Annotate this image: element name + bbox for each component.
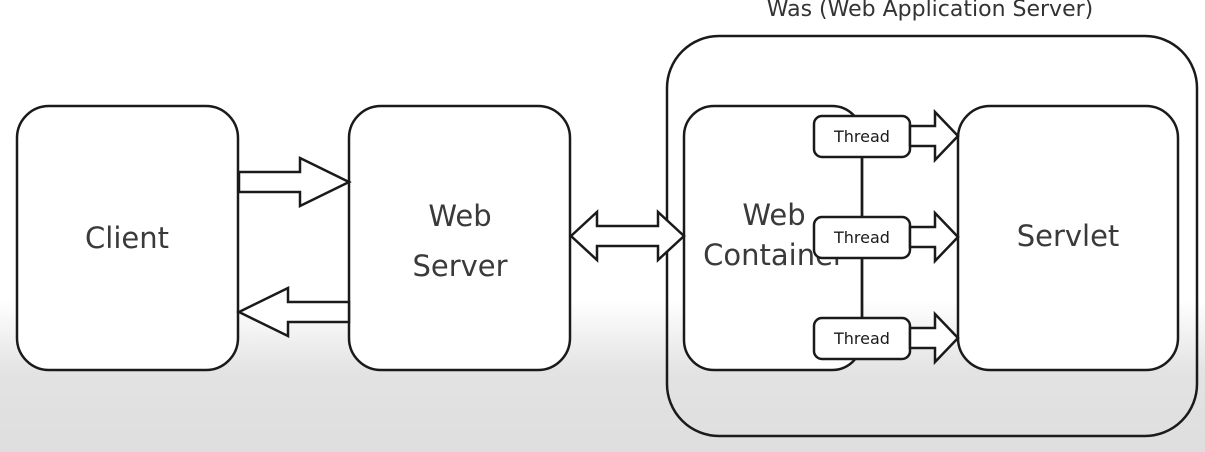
- thread-label: Thread: [833, 228, 890, 247]
- bidirectional-arrow: [569, 209, 686, 263]
- thread-to-servlet-arrow: [908, 310, 960, 366]
- thread-to-servlet-arrow: [908, 209, 960, 265]
- web-container-label-line1: Web: [742, 198, 805, 232]
- request-arrow: [237, 155, 352, 209]
- response-arrow: [236, 285, 351, 339]
- web-server-box: [347, 104, 572, 372]
- thread-label: Thread: [833, 329, 890, 348]
- servlet-label: Servlet: [1017, 219, 1120, 253]
- client-box: [15, 104, 240, 372]
- thread-to-servlet-arrow: [908, 108, 960, 164]
- web-server-label-line1: Web: [428, 199, 491, 233]
- thread-label: Thread: [833, 127, 890, 146]
- was-title: Was (Web Application Server): [767, 0, 1093, 22]
- web-server-label-line2: Server: [412, 249, 507, 283]
- client-label: Client: [85, 221, 169, 255]
